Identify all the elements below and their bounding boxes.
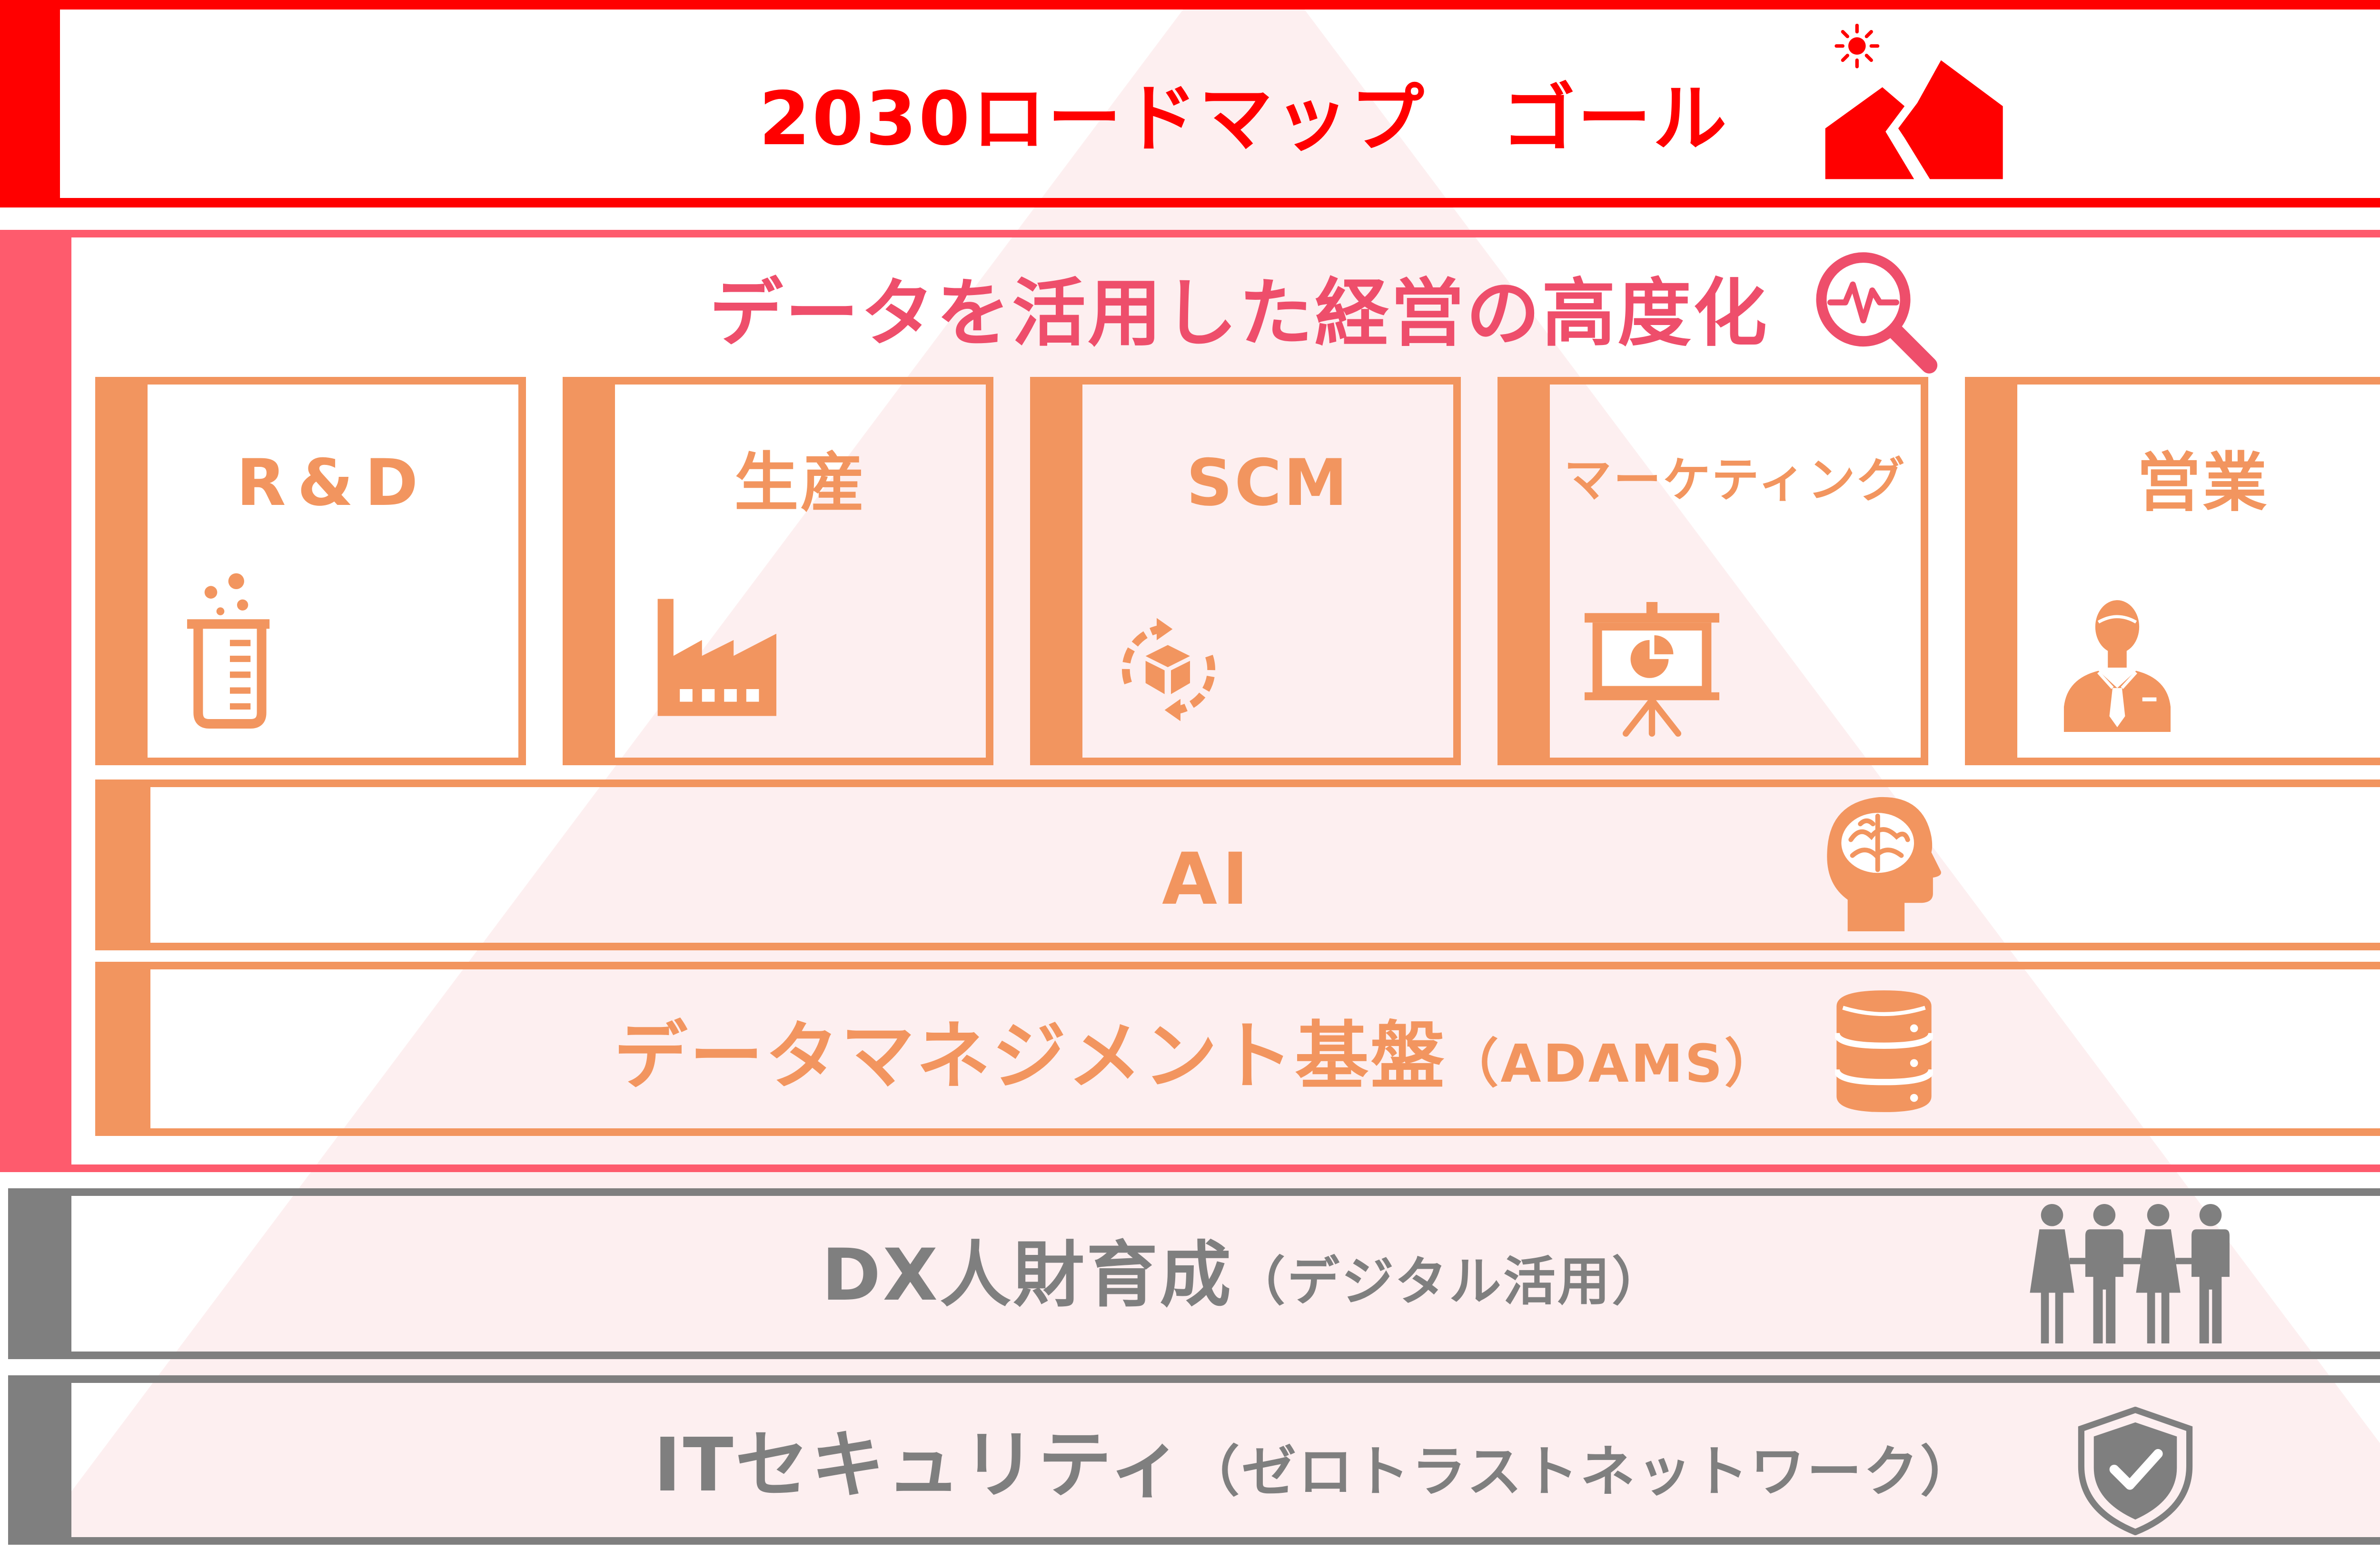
ai-bar: [95, 780, 2380, 950]
domain-label: 生産: [734, 445, 867, 520]
talent-box: [8, 1188, 2380, 1359]
shield-check-icon: [2076, 1407, 2195, 1535]
database-icon: [1835, 990, 1933, 1112]
talent-title: DX人財育成: [822, 1234, 1233, 1317]
mountain-sun-icon: [1822, 24, 2004, 182]
magnifier-pulse-icon: [1806, 246, 1941, 380]
security-title: ITセキュリティ: [654, 1422, 1185, 1508]
security-subtitle: （ゼロトラストネットワーク）: [1185, 1440, 1977, 1504]
vision-box: [0, 230, 2380, 1172]
ai-label: AI: [1162, 838, 1253, 921]
goal-box: [0, 0, 2380, 207]
vision-title: データを活用した経営の高度化: [709, 270, 1769, 356]
talent-subtitle: （デジタル活用）: [1233, 1251, 1666, 1312]
supply-chain-box-icon: [1109, 610, 1228, 729]
domain-card-marketing: マーケティング: [1497, 377, 1928, 765]
data-platform-label: データマネジメント基盤（ADAMS）: [614, 1019, 1778, 1116]
domain-label: R&D: [236, 445, 430, 520]
presentation-chart-icon: [1585, 602, 1719, 737]
domain-label: SCM: [1186, 445, 1349, 520]
data-platform-bar: [95, 962, 2380, 1136]
beaker-icon: [182, 570, 278, 729]
domain-label: マーケティング: [1564, 452, 1907, 508]
people-group-icon: [2028, 1204, 2234, 1343]
data-platform-subtitle: （ADAMS）: [1446, 1033, 1779, 1094]
factory-icon: [654, 599, 776, 716]
data-platform-title: データマネジメント基盤: [614, 1013, 1447, 1099]
goal-title: 2030ロードマップ ゴール: [759, 76, 1729, 162]
domain-card-production: 生産: [563, 377, 993, 765]
talent-label: DX人財育成（デジタル活用）: [822, 1238, 1666, 1334]
security-label: ITセキュリティ（ゼロトラストネットワーク）: [654, 1428, 1977, 1525]
salesperson-icon: [2060, 594, 2174, 732]
domain-card-scm: SCM: [1030, 377, 1461, 765]
security-box: [8, 1375, 2380, 1545]
domain-card-sales: 営業: [1965, 377, 2380, 765]
domain-card-rnd: R&D: [95, 377, 526, 765]
domain-label: 営業: [2136, 445, 2269, 520]
brain-head-icon: [1822, 792, 1941, 931]
